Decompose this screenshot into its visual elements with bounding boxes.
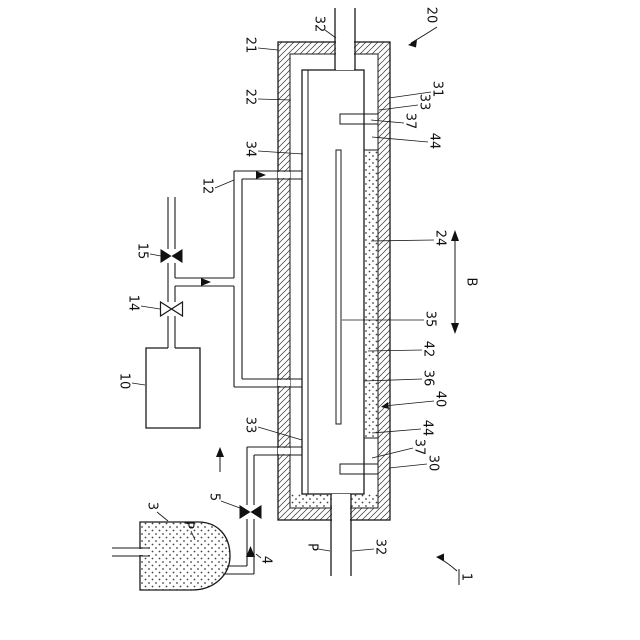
leader-line	[149, 253, 162, 257]
ref-label-33: 33	[416, 94, 431, 111]
direction-arrow-B	[451, 230, 459, 334]
leader-line	[220, 500, 241, 509]
leader-line	[383, 400, 435, 407]
ref-label-12: 12	[199, 178, 214, 195]
leader-line	[190, 530, 196, 541]
ref-label-15: 15	[134, 243, 149, 260]
trap-vessel	[112, 521, 231, 591]
inner-rod	[335, 149, 342, 425]
ref-label-32: 32	[372, 539, 387, 556]
ref-label-10: 10	[116, 373, 131, 390]
pointer-arrow-1	[436, 553, 460, 585]
gas-supply-piping	[167, 170, 302, 388]
leader-line	[367, 349, 423, 352]
leader-line	[257, 98, 292, 101]
bottom-shaft-pipe	[330, 494, 352, 576]
leader-line	[370, 119, 405, 124]
ref-label-B: B	[463, 278, 478, 287]
leader-line	[351, 548, 375, 552]
top-shaft-pipe	[334, 8, 356, 70]
ref-label-36: 36	[420, 370, 435, 387]
valve-5	[239, 505, 262, 519]
ref-label-24: 24	[432, 230, 447, 247]
leader-line	[370, 239, 435, 242]
ref-label-34: 34	[242, 141, 257, 158]
trap-outlet-piping	[223, 446, 302, 575]
leader-line	[388, 463, 428, 469]
seal-bracket-top	[339, 113, 379, 151]
leader-line	[131, 382, 146, 386]
ref-label-21: 21	[242, 37, 257, 54]
ref-label-3: 3	[144, 502, 159, 510]
ref-label-30: 30	[425, 455, 440, 472]
ref-label-P: P	[304, 543, 319, 551]
flow-arrow-inlet	[256, 171, 266, 179]
leader-line	[257, 47, 279, 51]
leader-line	[257, 426, 303, 441]
ref-label-20: 20	[423, 7, 438, 24]
pointer-arrow-20	[408, 26, 438, 48]
valve-14	[159, 300, 184, 318]
ref-label-P: P	[180, 521, 195, 529]
ref-label-32: 32	[311, 16, 326, 33]
leader-line	[140, 305, 161, 310]
flow-arrow-up-head	[216, 447, 224, 457]
ref-label-44: 44	[426, 133, 441, 150]
ref-label-33: 33	[242, 417, 257, 434]
ref-label-31: 31	[429, 81, 444, 98]
leader-line	[255, 553, 262, 559]
leader-line	[317, 548, 331, 552]
ref-label-14: 14	[125, 295, 140, 312]
ref-label-5: 5	[206, 493, 221, 501]
ref-label-37: 37	[402, 113, 417, 130]
leader-line	[324, 29, 337, 39]
ref-label-42: 42	[420, 341, 435, 358]
ref-label-44: 44	[419, 420, 434, 437]
leader-line	[363, 378, 423, 382]
ref-label-22: 22	[242, 89, 257, 106]
flow-arrows	[201, 171, 266, 557]
leader-lines-layer	[131, 29, 435, 559]
flow-arrow-4	[246, 546, 255, 557]
ref-label-4: 4	[258, 556, 273, 564]
gas-source-box	[145, 347, 201, 429]
leader-line	[378, 104, 419, 111]
leader-line	[388, 91, 432, 99]
stipple-region	[290, 149, 378, 508]
ref-label-35: 35	[422, 311, 437, 328]
ref-label-40: 40	[432, 391, 447, 408]
ref-label-37: 37	[411, 439, 426, 456]
reaction-tube	[301, 69, 365, 495]
seal-bracket-bottom	[339, 437, 379, 475]
leader-line	[371, 428, 422, 434]
ref-label-1: 1	[458, 573, 473, 581]
leader-line	[156, 511, 169, 522]
leader-line	[371, 136, 429, 143]
leader-line	[214, 179, 235, 189]
flow-arrow-feed	[201, 278, 211, 286]
valve-15	[160, 249, 183, 263]
leader-line	[371, 447, 414, 459]
leader-line	[257, 150, 304, 155]
